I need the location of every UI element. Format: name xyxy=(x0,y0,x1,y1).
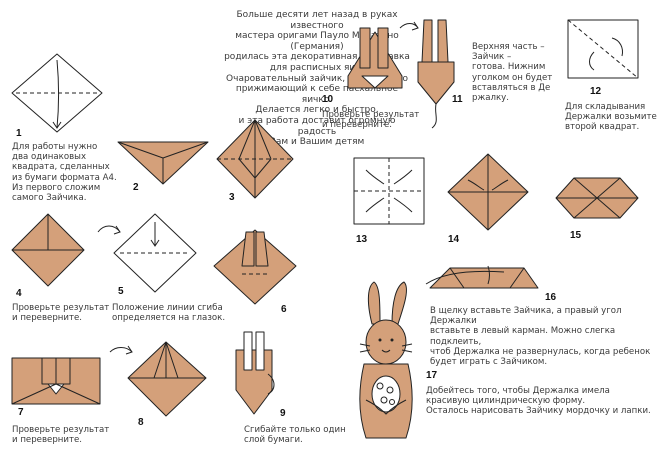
bunny-eye-left xyxy=(378,338,382,342)
step-10-note: Проверьте результат и переверните. xyxy=(322,110,420,131)
step-17-number: 17 xyxy=(426,370,438,381)
step-4-number: 4 xyxy=(16,288,22,299)
step-15-figure xyxy=(555,177,639,219)
step-11-note: Верхняя часть – Зайчик – готова. Нижним … xyxy=(472,42,553,104)
step-12-number: 12 xyxy=(590,86,602,97)
step-8-number: 8 xyxy=(138,417,144,428)
step-3-number: 3 xyxy=(229,192,235,203)
step-11-number: 11 xyxy=(452,94,463,105)
step-16-figure xyxy=(425,265,539,289)
step-7-note: Проверьте результат и переверните. xyxy=(12,425,110,446)
step-17-note: Добейтесь того, чтобы Держалка имела кра… xyxy=(426,386,651,417)
step-4-note: Проверьте результат и переверните. xyxy=(12,303,110,324)
step-12-note: Для складывания Держалки возьмите второй… xyxy=(565,102,657,133)
step-16-number: 16 xyxy=(545,292,557,303)
step-12-figure xyxy=(567,19,639,79)
step-9-figure xyxy=(235,331,275,415)
step-16-note: В щелку вставьте Зайчика, а правый угол … xyxy=(430,306,651,368)
step-7-figure xyxy=(11,345,133,405)
step-14-number: 14 xyxy=(448,234,460,245)
step-9-number: 9 xyxy=(280,408,286,419)
step-13-figure xyxy=(353,157,425,225)
step-4-figure xyxy=(11,213,121,287)
step-17-figure xyxy=(359,281,413,439)
step-3-figure xyxy=(216,119,294,199)
step-2-number: 2 xyxy=(133,182,139,193)
step-10-figure xyxy=(347,21,419,89)
step-6-figure xyxy=(213,229,297,305)
step-8-figure xyxy=(127,341,207,417)
step-9-note: Сгибайте только один слой бумаги. xyxy=(244,425,346,446)
intro-text: Больше десяти лет назад в руках известно… xyxy=(224,10,410,148)
step-6-number: 6 xyxy=(281,304,287,315)
step-7-number: 7 xyxy=(18,407,24,418)
step-5-figure xyxy=(113,213,197,293)
step-13-number: 13 xyxy=(356,234,368,245)
step-1-note: Для работы нужно два одинаковых квадрата… xyxy=(12,142,117,204)
step-1-number: 1 xyxy=(16,128,22,139)
step-2-figure xyxy=(117,141,209,185)
step-14-figure xyxy=(447,153,529,231)
bunny-eye-right xyxy=(390,338,394,342)
step-5-number: 5 xyxy=(118,286,124,297)
step-5-note: Положение линии сгиба определяется на гл… xyxy=(112,303,226,324)
step-11-figure xyxy=(417,19,455,129)
step-15-number: 15 xyxy=(570,230,582,241)
step-1-figure xyxy=(11,53,103,133)
step-10-number: 10 xyxy=(322,94,334,105)
